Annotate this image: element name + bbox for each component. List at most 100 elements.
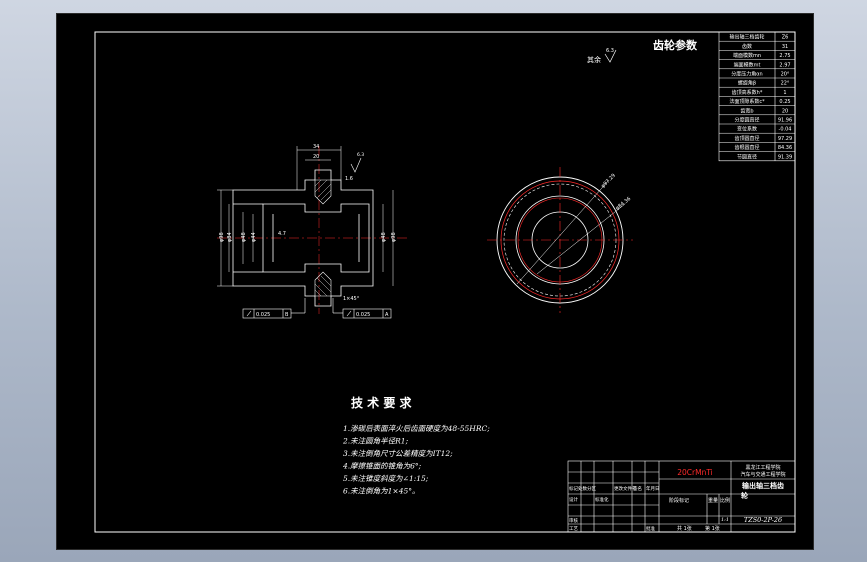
param-name: 输出轴三档齿轮 [729, 34, 764, 41]
roughness-mark-icon [350, 157, 362, 173]
sheet-total: 共 1张 [677, 525, 692, 532]
gear-outer-profile [232, 169, 374, 307]
tech-requirement-item: 4.摩擦锥面的锥角为6°; [342, 462, 422, 471]
school-line2: 汽车与交通工程学院 [740, 471, 785, 478]
tech-requirement-item: 3.未注倒角尺寸公差精度为IT12; [343, 449, 453, 458]
param-name: 齿根圆直径 [734, 144, 759, 151]
param-name: 齿数 [742, 43, 752, 50]
drawing-sheet: 齿轮参数 其余 6.3 输出轴三档齿轮 Z6 齿数 31 端面模数mn 2.75 端面模数m… [56, 13, 814, 550]
diameter-dimensions-right [382, 190, 394, 286]
param-name: 端面模数mn [733, 52, 761, 59]
part-name-line1: 输出轴三档齿 [742, 481, 784, 490]
param-value: -0.04 [779, 127, 792, 133]
width-dimensions-top [296, 146, 342, 190]
parameter-table: 齿轮参数 其余 6.3 输出轴三档齿轮 Z6 齿数 31 端面模数mn 2.75 端面模数m… [587, 31, 796, 162]
gear-inner-profile [262, 203, 370, 273]
roughness-symbol-icon [604, 49, 617, 63]
tech-requirement-list: 1.渗碳后表面淬火后齿面硬度为48-55HRC; 2.未注圆角半径R1; 3.未注倒… [342, 424, 490, 496]
title-block-frame [567, 460, 796, 533]
drawing-number: TZS0-2P-26 [744, 516, 782, 524]
tooth-section-bottom [314, 271, 332, 297]
dim-radius: 4.7 [278, 231, 286, 237]
label-stage: 阶段标记 [669, 497, 689, 504]
circle-dim-2: φ84.36 [615, 196, 633, 212]
tooth-section-top [314, 179, 332, 205]
param-value: 31 [782, 44, 788, 50]
tech-requirement-item: 6.未注倒角为1×45°。 [343, 487, 420, 496]
param-name: 端面模数mt [734, 61, 761, 68]
dim-width-top: 34 [313, 144, 319, 150]
param-value: 2.97 [779, 62, 790, 68]
diameter-dimensions-left [217, 189, 254, 287]
param-value: 97.29 [778, 136, 792, 142]
parameter-rows: 输出轴三档齿轮 Z6 齿数 31 端面模数mn 2.75 端面模数mt 2.97 分度压力角αn… [718, 31, 796, 162]
param-value: 20° [781, 72, 790, 78]
tol-left-value: 0.025 [256, 312, 270, 318]
dim-d-small: φ44 [251, 232, 257, 242]
title-block [567, 460, 796, 533]
param-value: 20 [782, 108, 788, 114]
label-process: 工艺 [569, 526, 578, 532]
scale-value: 1:1 [721, 517, 729, 523]
param-name: 节圆直径 [737, 153, 757, 160]
surface-finish-prefix: 其余 [587, 55, 601, 64]
label-design: 设计 [569, 496, 578, 503]
label-standard: 标准化 [595, 496, 609, 503]
label-change-doc: 更改文件号 [614, 485, 637, 492]
label-weight: 重量 [708, 497, 718, 504]
tolerance-frame-right [332, 298, 392, 319]
param-value: Z6 [782, 35, 789, 41]
label-mark: 标记处数分区 [569, 485, 596, 492]
tech-title: 技 术 要 求 [351, 395, 413, 410]
circle-dim-1: φ97.29 [600, 173, 617, 190]
dim-right-outer: φ98 [391, 232, 397, 242]
surface-finish-note: 其余 6.3 [587, 48, 617, 64]
runout-symbol-icon [346, 310, 352, 317]
dim-chamfer: 1.6 [345, 176, 353, 182]
leader-line-2 [536, 203, 626, 275]
tech-requirement-item: 2.未注圆角半径R1; [342, 437, 409, 446]
tolerance-frame-left [242, 298, 306, 319]
param-name: 齿宽b [740, 107, 753, 114]
param-name: 法面顶隙系数c* [729, 98, 765, 105]
title-block-text: 20CrMnTi 黑龙江工程学院 汽车与交通工程学院 输出轴三档齿 轮 TZS0… [569, 464, 786, 532]
technical-requirements: 技 术 要 求 1.渗碳后表面淬火后齿面硬度为48-55HRC; 2.未注圆角半径… [342, 395, 490, 496]
tol-right-ref: A [385, 312, 389, 318]
tech-requirement-item: 1.渗碳后表面淬火后齿面硬度为48-55HRC; [343, 424, 490, 433]
runout-symbol-icon [246, 310, 252, 317]
label-scale: 比例 [720, 497, 730, 504]
roughness-value: 6.3 [357, 152, 364, 158]
tol-right-value: 0.025 [356, 312, 370, 318]
material: 20CrMnTi [677, 468, 713, 477]
dim-d-mid: φ84 [227, 232, 233, 242]
param-name: 分度压力角αn [731, 71, 762, 78]
dim-width-inner: 20 [313, 154, 319, 160]
param-name: 螺旋角β [738, 80, 756, 87]
dim-angle: 1×45° [343, 296, 360, 302]
param-value: 2.75 [779, 53, 790, 59]
part-name-line2: 轮 [741, 491, 748, 500]
label-date: 年月日 [646, 485, 660, 492]
front-view: φ97.29 φ84.36 [487, 167, 633, 313]
param-name: 齿顶圆直径 [734, 135, 759, 142]
label-signature: 签名 [633, 485, 642, 492]
section-hatching [314, 179, 332, 297]
sheet-number: 第 1张 [705, 525, 720, 532]
leader-line-1 [516, 179, 610, 285]
tol-left-ref: B [285, 312, 289, 318]
drawing-canvas: 齿轮参数 其余 6.3 输出轴三档齿轮 Z6 齿数 31 端面模数mn 2.75 端面模数m… [94, 31, 796, 533]
section-view: φ98 φ84 φ48 φ44 φ48 φ98 34 20 1.6 4.7 1×… [217, 144, 407, 319]
param-value: 91.39 [778, 154, 792, 160]
tech-requirement-item: 5.未注锥度斜度为∠1:15; [343, 474, 429, 483]
dim-d-bore: φ48 [241, 232, 247, 242]
param-value: 1 [783, 90, 786, 96]
param-name: 变位系数 [737, 126, 757, 133]
surface-finish-value: 6.3 [606, 48, 614, 54]
param-value: 91.96 [778, 118, 792, 124]
param-value: 84.36 [778, 145, 792, 151]
table-title: 齿轮参数 [653, 38, 698, 52]
dim-d-large: φ98 [219, 232, 225, 242]
param-value: 0.25 [779, 99, 790, 105]
param-value: 22° [781, 81, 790, 87]
param-name: 齿顶高系数h* [732, 89, 763, 96]
